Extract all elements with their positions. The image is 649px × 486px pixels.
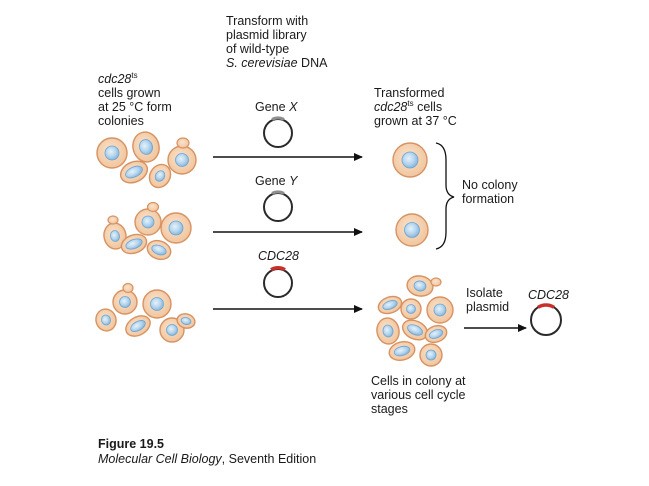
book-edition: , Seventh Edition	[221, 452, 317, 466]
yeast-cell	[95, 308, 117, 332]
colony-middle-left	[103, 201, 192, 261]
yeast-cell	[160, 212, 192, 244]
yeast-cell	[400, 298, 422, 320]
gene-x-label: Gene X	[255, 100, 298, 114]
yeast-cell	[424, 324, 448, 344]
yeast-cell	[142, 289, 172, 319]
plasmid-gene-y	[263, 190, 293, 222]
plasmid-isolated-cdc28	[530, 303, 562, 336]
yeast-cell	[377, 295, 403, 315]
colony-bottom-left	[95, 282, 196, 343]
transformed-cells-label: Transformed cdc28ts cells grown at 37 °C	[374, 86, 457, 128]
yeast-cell	[426, 296, 454, 324]
yeast-bud	[107, 215, 119, 225]
transformed-cell-y	[395, 213, 429, 247]
species-name: S. cerevisiae	[226, 56, 298, 70]
colony-cdc28-transformed	[376, 275, 454, 367]
isolate-plasmid-label: Isolate plasmid	[466, 286, 510, 314]
gene-y-label: Gene Y	[255, 174, 298, 188]
yeast-cell	[419, 343, 443, 367]
yeast-bud	[430, 277, 442, 287]
left-strain-label: cdc28ts cells grown at 25 °C form coloni…	[98, 71, 172, 129]
yeast-cell	[96, 137, 128, 169]
yeast-cell	[176, 313, 196, 329]
yeast-cell	[125, 315, 151, 337]
cdc28-gene-label: CDC28	[258, 249, 299, 263]
yeast-cell	[148, 163, 172, 189]
yeast-cell	[120, 233, 148, 255]
transformed-cell-x	[392, 142, 428, 178]
yeast-cell	[376, 317, 400, 345]
no-colony-brace	[435, 142, 455, 250]
isolated-cdc28-label: CDC28	[528, 288, 569, 302]
no-colony-label: No colony formation	[462, 178, 518, 206]
yeast-cell	[167, 145, 197, 175]
yeast-bud	[176, 137, 190, 149]
yeast-cell	[401, 319, 429, 341]
plasmid-gene-x	[263, 116, 293, 148]
yeast-cell	[388, 340, 416, 362]
yeast-cell	[112, 289, 138, 315]
plasmid-cdc28	[263, 266, 293, 298]
yeast-cell	[134, 208, 162, 236]
yeast-cell	[132, 131, 160, 163]
yeast-cell	[406, 275, 434, 297]
book-title: Molecular Cell Biology	[98, 452, 222, 466]
figure-caption: Figure 19.5 Molecular Cell Biology, Seve…	[98, 437, 316, 467]
figure-number: Figure 19.5	[98, 437, 164, 451]
yeast-bud	[122, 282, 134, 294]
yeast-cell	[119, 160, 149, 184]
colony-stages-label: Cells in colony at various cell cycle st…	[371, 374, 466, 416]
transform-label: Transform with plasmid library of wild-t…	[226, 14, 328, 70]
colony-top-left	[96, 131, 197, 189]
yeast-cell	[146, 239, 172, 261]
yeast-bud	[146, 201, 160, 213]
